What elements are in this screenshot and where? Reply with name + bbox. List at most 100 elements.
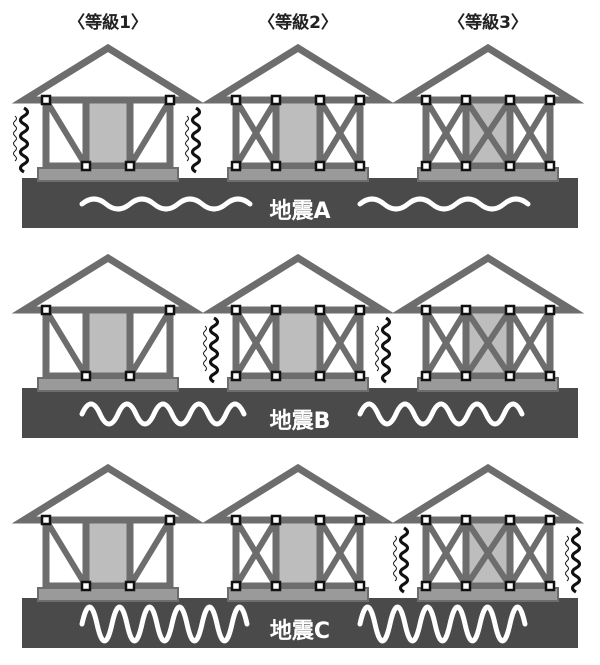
wall-frame bbox=[232, 306, 364, 380]
roof bbox=[391, 43, 585, 104]
shaking-right-icon bbox=[190, 106, 202, 174]
wall-frame bbox=[232, 96, 364, 170]
house-grade-2 bbox=[201, 253, 395, 392]
foundation bbox=[37, 587, 179, 602]
brace bbox=[463, 98, 513, 168]
grade-1-label: 〈等級1〉 bbox=[68, 13, 148, 33]
grade-2-label: 〈等級2〉 bbox=[258, 13, 338, 33]
joint-hardware-icon bbox=[544, 304, 556, 316]
roof bbox=[201, 463, 395, 524]
brace bbox=[233, 518, 279, 588]
brace bbox=[317, 308, 363, 378]
brace bbox=[43, 518, 89, 588]
joint-hardware-icon bbox=[460, 580, 472, 592]
foundation bbox=[227, 167, 369, 182]
foundation bbox=[417, 167, 559, 182]
wall-frame bbox=[42, 306, 174, 380]
joint-hardware-icon bbox=[420, 370, 432, 382]
joint-hardware-icon bbox=[420, 304, 432, 316]
brace bbox=[507, 98, 553, 168]
house-grade-1 bbox=[11, 463, 205, 602]
brace bbox=[127, 98, 173, 168]
joint-hardware-icon bbox=[270, 370, 282, 382]
brace bbox=[507, 308, 553, 378]
joint-hardware-icon bbox=[164, 304, 176, 316]
wall-frame bbox=[422, 516, 554, 590]
joint-hardware-icon bbox=[164, 94, 176, 106]
joint-hardware-icon bbox=[544, 580, 556, 592]
joint-hardware-icon bbox=[270, 160, 282, 172]
shaking-left-icon bbox=[18, 106, 30, 174]
earthquake-b-label: 地震B bbox=[269, 409, 331, 434]
center-panel bbox=[276, 520, 320, 586]
brace bbox=[423, 98, 469, 168]
joint-hardware-icon bbox=[420, 514, 432, 526]
center-panel bbox=[86, 520, 130, 586]
joint-hardware-icon bbox=[230, 514, 242, 526]
joint-hardware-icon bbox=[544, 514, 556, 526]
brace bbox=[43, 308, 89, 378]
brace bbox=[317, 518, 363, 588]
seismic-wave-left bbox=[79, 196, 253, 212]
wall-frame bbox=[42, 516, 174, 590]
house-grade-1 bbox=[11, 253, 205, 392]
joint-hardware-icon bbox=[124, 370, 136, 382]
center-panel bbox=[276, 310, 320, 376]
shaking-left-icon bbox=[398, 526, 410, 594]
earthquake-a-label: 地震A bbox=[269, 199, 331, 224]
joint-hardware-icon bbox=[504, 160, 516, 172]
roof bbox=[201, 43, 395, 104]
joint-hardware-icon bbox=[314, 370, 326, 382]
house-grade-2 bbox=[201, 463, 395, 602]
roof bbox=[391, 253, 585, 314]
shaking-left-icon-fine bbox=[13, 115, 17, 162]
seismic-wave-right bbox=[357, 196, 531, 212]
joint-hardware-icon bbox=[460, 94, 472, 106]
joint-hardware-icon bbox=[230, 580, 242, 592]
earthquake-row-2 bbox=[11, 253, 585, 438]
brace bbox=[463, 308, 513, 378]
joint-hardware-icon bbox=[80, 160, 92, 172]
joint-hardware-icon bbox=[354, 160, 366, 172]
joint-hardware-icon bbox=[270, 304, 282, 316]
seismic-wave-right bbox=[357, 604, 528, 644]
brace bbox=[423, 308, 469, 378]
foundation bbox=[37, 377, 179, 392]
brace bbox=[507, 518, 553, 588]
shaking-right-icon-fine bbox=[375, 325, 379, 372]
joint-hardware-icon bbox=[40, 514, 52, 526]
joint-hardware-icon bbox=[80, 370, 92, 382]
joint-hardware-icon bbox=[460, 160, 472, 172]
joint-hardware-icon bbox=[354, 370, 366, 382]
earthquake-row-3 bbox=[11, 463, 585, 648]
joint-hardware-icon bbox=[504, 304, 516, 316]
joint-hardware-icon bbox=[354, 304, 366, 316]
brace bbox=[127, 518, 173, 588]
foundation bbox=[227, 377, 369, 392]
joint-hardware-icon bbox=[270, 514, 282, 526]
brace bbox=[233, 98, 279, 168]
house-grade-3 bbox=[391, 253, 585, 392]
shaking-left-icon-fine bbox=[393, 535, 397, 582]
joint-hardware-icon bbox=[460, 370, 472, 382]
joint-hardware-icon bbox=[124, 160, 136, 172]
joint-hardware-icon bbox=[544, 370, 556, 382]
joint-hardware-icon bbox=[504, 580, 516, 592]
brace bbox=[463, 518, 513, 588]
ground bbox=[22, 178, 578, 228]
foundation bbox=[37, 167, 179, 182]
shaking-right-icon-fine bbox=[565, 535, 569, 582]
roof bbox=[391, 463, 585, 524]
joint-hardware-icon bbox=[80, 580, 92, 592]
joint-hardware-icon bbox=[354, 514, 366, 526]
brace bbox=[423, 518, 469, 588]
house-grade-3 bbox=[391, 463, 585, 602]
joint-hardware-icon bbox=[164, 514, 176, 526]
joint-hardware-icon bbox=[270, 94, 282, 106]
joint-hardware-icon bbox=[40, 94, 52, 106]
grade-3-label: 〈等級3〉 bbox=[448, 13, 528, 33]
roof bbox=[11, 463, 205, 524]
center-panel bbox=[86, 310, 130, 376]
joint-hardware-icon bbox=[354, 580, 366, 592]
